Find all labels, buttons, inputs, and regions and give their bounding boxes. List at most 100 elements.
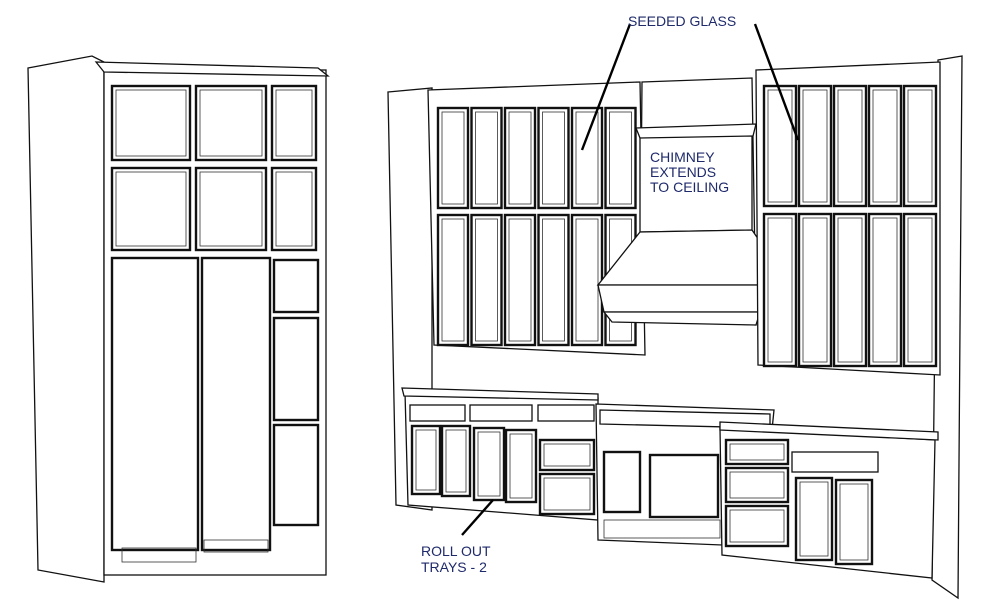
hood-bottom — [602, 311, 761, 326]
glass-door — [503, 213, 537, 347]
glass-door-glass — [575, 111, 599, 205]
glass-door — [270, 84, 318, 162]
glass-door — [797, 212, 833, 368]
glass-door-glass — [837, 217, 863, 363]
glass-door — [537, 106, 570, 210]
glass-door-glass — [575, 218, 599, 342]
glass-door — [110, 166, 192, 252]
leader-roll-out-trays — [461, 499, 494, 536]
glass-door — [537, 213, 570, 347]
glass-door-glass — [542, 218, 565, 342]
glass-door-glass — [441, 111, 465, 205]
glass-door-glass — [802, 89, 828, 203]
side-door-bottom — [272, 423, 320, 527]
side-panel — [27, 55, 105, 583]
left-base-doors-drawers — [409, 404, 596, 516]
upper-glass-doors — [110, 84, 318, 252]
glass-door — [762, 212, 798, 368]
glass-door — [762, 84, 798, 208]
drawer-glass — [729, 443, 785, 461]
oven-door-small — [602, 450, 642, 514]
glass-door — [867, 84, 903, 208]
base-door-glass — [445, 429, 467, 493]
crown-molding — [94, 61, 330, 77]
glass-door-glass — [508, 218, 532, 342]
glass-door — [194, 84, 268, 162]
glass-door — [194, 166, 268, 252]
label-chimney-3: TO CEILING — [650, 179, 729, 195]
drawer-front — [791, 451, 879, 473]
glass-door-glass — [475, 218, 498, 342]
glass-door — [503, 106, 537, 210]
fridge-grille-right — [203, 539, 269, 553]
base-door — [834, 478, 874, 566]
glass-door-glass — [907, 217, 933, 363]
drawer-glass — [543, 477, 591, 511]
glass-door-glass — [837, 89, 863, 203]
glass-door — [902, 84, 938, 208]
glass-door-glass — [441, 218, 465, 342]
label-chimney-2: EXTENDS — [650, 164, 716, 180]
base-door — [794, 476, 834, 562]
left-countertop — [401, 387, 599, 401]
glass-door — [270, 166, 318, 252]
glass-door-glass — [542, 111, 565, 205]
drawer — [724, 504, 790, 548]
glass-door — [902, 212, 938, 368]
base-door-glass — [839, 483, 869, 561]
left-upper-glass-doors — [436, 106, 637, 347]
glass-door — [436, 213, 470, 347]
drawer-glass — [729, 509, 785, 543]
glass-door-glass — [508, 111, 532, 205]
base-door — [410, 424, 442, 496]
glass-door-glass — [767, 217, 793, 363]
glass-door-glass — [275, 171, 313, 247]
glass-door-glass — [115, 171, 187, 247]
glass-door — [867, 212, 903, 368]
drawer-glass — [543, 443, 591, 467]
right-upper-glass-doors — [762, 84, 938, 368]
glass-door — [570, 106, 604, 210]
base-door — [504, 428, 538, 504]
side-door-top — [272, 258, 320, 314]
label-chimney-1: CHIMNEY — [650, 149, 715, 165]
glass-door-glass — [475, 111, 498, 205]
base-door-glass — [415, 429, 437, 491]
glass-door — [604, 106, 637, 210]
leader-seeded-glass-right — [753, 23, 800, 141]
glass-door-glass — [275, 89, 313, 157]
glass-door-glass — [802, 217, 828, 363]
base-door — [440, 424, 472, 498]
glass-door-glass — [199, 171, 263, 247]
label-roll-out-2: TRAYS - 2 — [421, 559, 487, 575]
leader-seeded-glass-left — [580, 23, 632, 151]
base-door — [472, 426, 506, 502]
side-door-middle — [272, 316, 320, 422]
base-door-glass — [799, 481, 829, 557]
glass-door — [436, 106, 470, 210]
tall-pantry-fridge-unit — [27, 55, 330, 583]
fridge-door-right — [200, 256, 272, 552]
drawer-glass — [729, 471, 785, 499]
oven-door-large — [648, 453, 720, 519]
glass-door — [470, 106, 503, 210]
right-base-doors-drawers — [724, 438, 879, 566]
drawer — [538, 438, 596, 472]
glass-door-glass — [199, 89, 263, 157]
drawer-front — [469, 404, 533, 422]
glass-door-glass — [872, 217, 898, 363]
fridge-door-left — [110, 256, 200, 552]
glass-door — [110, 84, 192, 162]
glass-door-glass — [115, 89, 187, 157]
glass-door-glass — [609, 111, 632, 205]
base-door-glass — [509, 433, 533, 499]
glass-door — [832, 212, 868, 368]
drawer-front — [409, 404, 466, 422]
drawer-front — [537, 404, 595, 422]
glass-door — [570, 213, 604, 347]
glass-door — [797, 84, 833, 208]
kitchen-wall — [387, 55, 963, 600]
glass-door — [470, 213, 503, 347]
label-roll-out-1: ROLL OUT — [421, 543, 491, 559]
